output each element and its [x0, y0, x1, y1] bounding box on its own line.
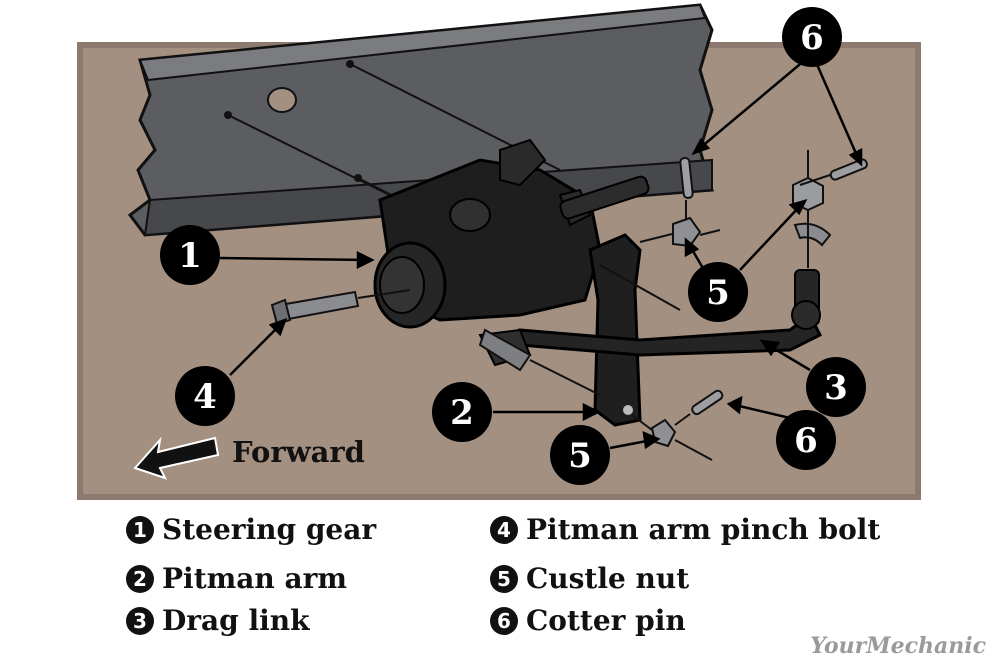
pinch-bolt — [270, 289, 411, 326]
svg-text:6: 6 — [794, 421, 818, 461]
leader-arrows — [219, 59, 863, 450]
callout-4: 4 — [175, 366, 235, 426]
legend-item: 6 Cotter pin — [490, 604, 686, 637]
legend-number: 6 — [490, 606, 518, 635]
svg-text:2: 2 — [450, 393, 474, 433]
forward-label: Forward — [232, 435, 365, 469]
svg-text:6: 6 — [800, 18, 824, 58]
legend-label: Cotter pin — [526, 604, 686, 637]
callout-3: 3 — [806, 357, 866, 417]
legend-item: 2 Pitman arm — [126, 562, 347, 595]
svg-text:5: 5 — [568, 436, 592, 476]
legend-label: Pitman arm pinch bolt — [526, 513, 881, 546]
brand-watermark: YourMechanic — [810, 633, 986, 659]
legend-item: 4 Pitman arm pinch bolt — [490, 513, 880, 546]
legend-number: 1 — [126, 515, 154, 544]
cotter-pin-right — [799, 158, 868, 186]
castle-nut-upper — [639, 216, 721, 248]
legend-label: Custle nut — [526, 562, 690, 595]
legend-number: 5 — [490, 564, 518, 593]
legend-item: 1 Steering gear — [126, 513, 376, 546]
forward-arrow-icon — [133, 436, 220, 480]
legend-label: Steering gear — [162, 513, 377, 546]
legend-item: 3 Drag link — [126, 604, 310, 637]
legend-item: 5 Custle nut — [490, 562, 689, 595]
forward-indicator: Forward — [133, 435, 365, 480]
callout-6-lower: 6 — [776, 410, 836, 470]
legend-number: 2 — [126, 564, 154, 593]
callout-2: 2 — [432, 382, 492, 442]
callout-1: 1 — [160, 225, 220, 285]
legend-label: Pitman arm — [162, 562, 348, 595]
legend-number: 4 — [490, 515, 518, 544]
pitman-stud — [478, 328, 601, 396]
callout-5-lower: 5 — [550, 425, 610, 485]
frame-bolt-hole — [346, 60, 354, 68]
legend-label: Drag link — [162, 604, 310, 637]
svg-text:3: 3 — [824, 368, 848, 408]
svg-text:1: 1 — [178, 236, 202, 276]
svg-text:4: 4 — [193, 377, 217, 417]
callout-5-upper: 5 — [688, 262, 748, 322]
svg-text:5: 5 — [706, 273, 730, 313]
cotter-pin-upper — [679, 156, 694, 220]
legend-number: 3 — [126, 606, 154, 635]
callout-6-top: 6 — [782, 7, 842, 67]
cotter-pin-lower — [674, 389, 724, 426]
steering-gear — [373, 138, 650, 329]
frame-hole — [267, 87, 297, 113]
